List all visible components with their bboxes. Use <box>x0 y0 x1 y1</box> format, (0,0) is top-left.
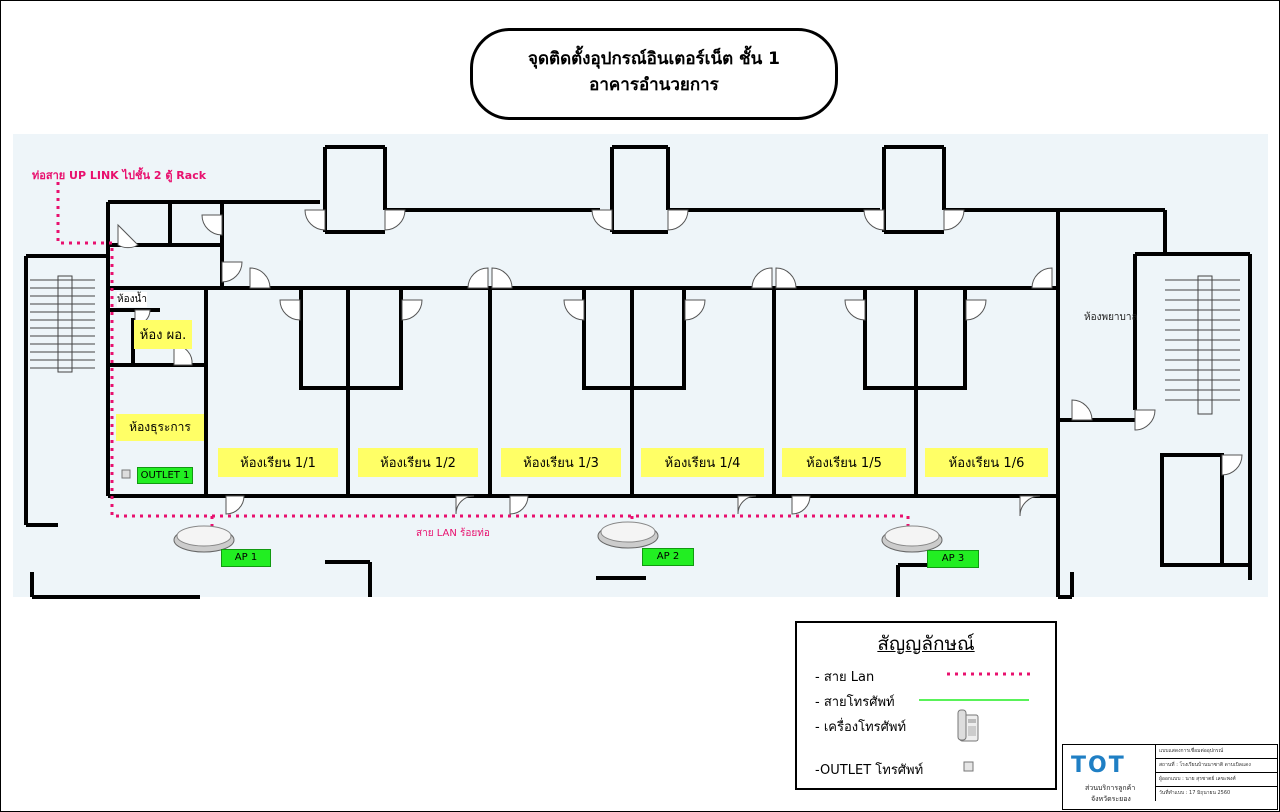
telephone-icon <box>957 709 979 742</box>
title-block-row-2: สถานที่ : โรงเรียนบ้านนาซาติ ดาบเบิลแดง <box>1155 759 1277 773</box>
toilet-label: ห้องน้ำ <box>117 292 147 307</box>
title-block-row-4: วันที่ทำแบบ : 17 มิถุนายน 2560 <box>1155 787 1277 801</box>
legend-phone-line-label: - สายโทรศัพท์ <box>815 695 895 710</box>
legend-outlet-label: -OUTLET โทรศัพท์ <box>815 763 924 778</box>
title-block-row-1: แบบแสดงการเชื่อมต่ออุปกรณ์ <box>1155 745 1277 759</box>
classroom-1-2-label: ห้องเรียน 1/2 <box>358 448 478 477</box>
access-point-1-icon <box>173 525 235 553</box>
title-block: TOT ส่วนบริการลูกค้า จังหวัดระยอง แบบแสด… <box>1062 744 1278 810</box>
doors <box>117 209 1243 517</box>
ap-1-label: AP 1 <box>221 549 271 567</box>
admin-room-label: ห้องธุระการ <box>116 414 204 441</box>
access-point-2-icon <box>597 521 659 549</box>
org-line-1: ส่วนบริการลูกค้า <box>1085 784 1136 792</box>
title-block-row-3: ผู้ออกแบบ : นาย สุรชาตย์ เลขะพงศ์ <box>1155 773 1277 787</box>
ap-3-label: AP 3 <box>927 550 979 568</box>
uplink-annotation: ท่อสาย UP LINK ไปชั้น 2 ตู้ Rack <box>32 169 207 182</box>
lan-cable-annotation: สาย LAN ร้อยท่อ <box>416 528 490 539</box>
legend: สัญญลักษณ์ - สาย Lan - สายโทรศัพท์ - เคร… <box>795 621 1057 790</box>
org-line-2: จังหวัดระยอง <box>1091 795 1131 803</box>
legend-phone-line-swatch <box>919 699 1029 701</box>
classroom-1-6-label: ห้องเรียน 1/6 <box>925 448 1048 477</box>
classroom-1-4-label: ห้องเรียน 1/4 <box>641 448 764 477</box>
nurse-room-label: ห้องพยาบาล <box>1084 312 1138 323</box>
legend-lan-swatch <box>947 672 1032 676</box>
outlet-1-label: OUTLET 1 <box>137 467 193 484</box>
legend-telephone-label: - เครื่องโทรศัพท์ <box>815 720 907 735</box>
classroom-1-1-label: ห้องเรียน 1/1 <box>218 448 338 477</box>
lan-cable <box>56 182 910 530</box>
access-point-3-icon <box>881 525 943 553</box>
title-line-1: จุดติดตั้งอุปกรณ์อินเตอร์เน็ต ชั้น 1 <box>528 49 780 69</box>
outlet-legend-icon <box>963 761 974 772</box>
title-box: จุดติดตั้งอุปกรณ์อินเตอร์เน็ต ชั้น 1 อาค… <box>470 28 838 120</box>
director-room-label: ห้อง ผอ. <box>134 320 192 349</box>
classroom-1-5-label: ห้องเรียน 1/5 <box>782 448 906 477</box>
right-stair-treads <box>1165 275 1240 415</box>
title-line-2: อาคารอำนวยการ <box>589 75 719 95</box>
legend-lan-label: - สาย Lan <box>815 670 875 685</box>
classroom-1-3-label: ห้องเรียน 1/3 <box>501 448 621 477</box>
ap-2-label: AP 2 <box>642 548 694 566</box>
legend-title: สัญญลักษณ์ <box>877 633 975 655</box>
outlet-icon <box>121 469 131 479</box>
left-stair-treads <box>30 275 95 373</box>
tot-logo: TOT <box>1071 753 1126 778</box>
access-point-icons <box>173 521 943 553</box>
walls <box>24 145 1252 599</box>
